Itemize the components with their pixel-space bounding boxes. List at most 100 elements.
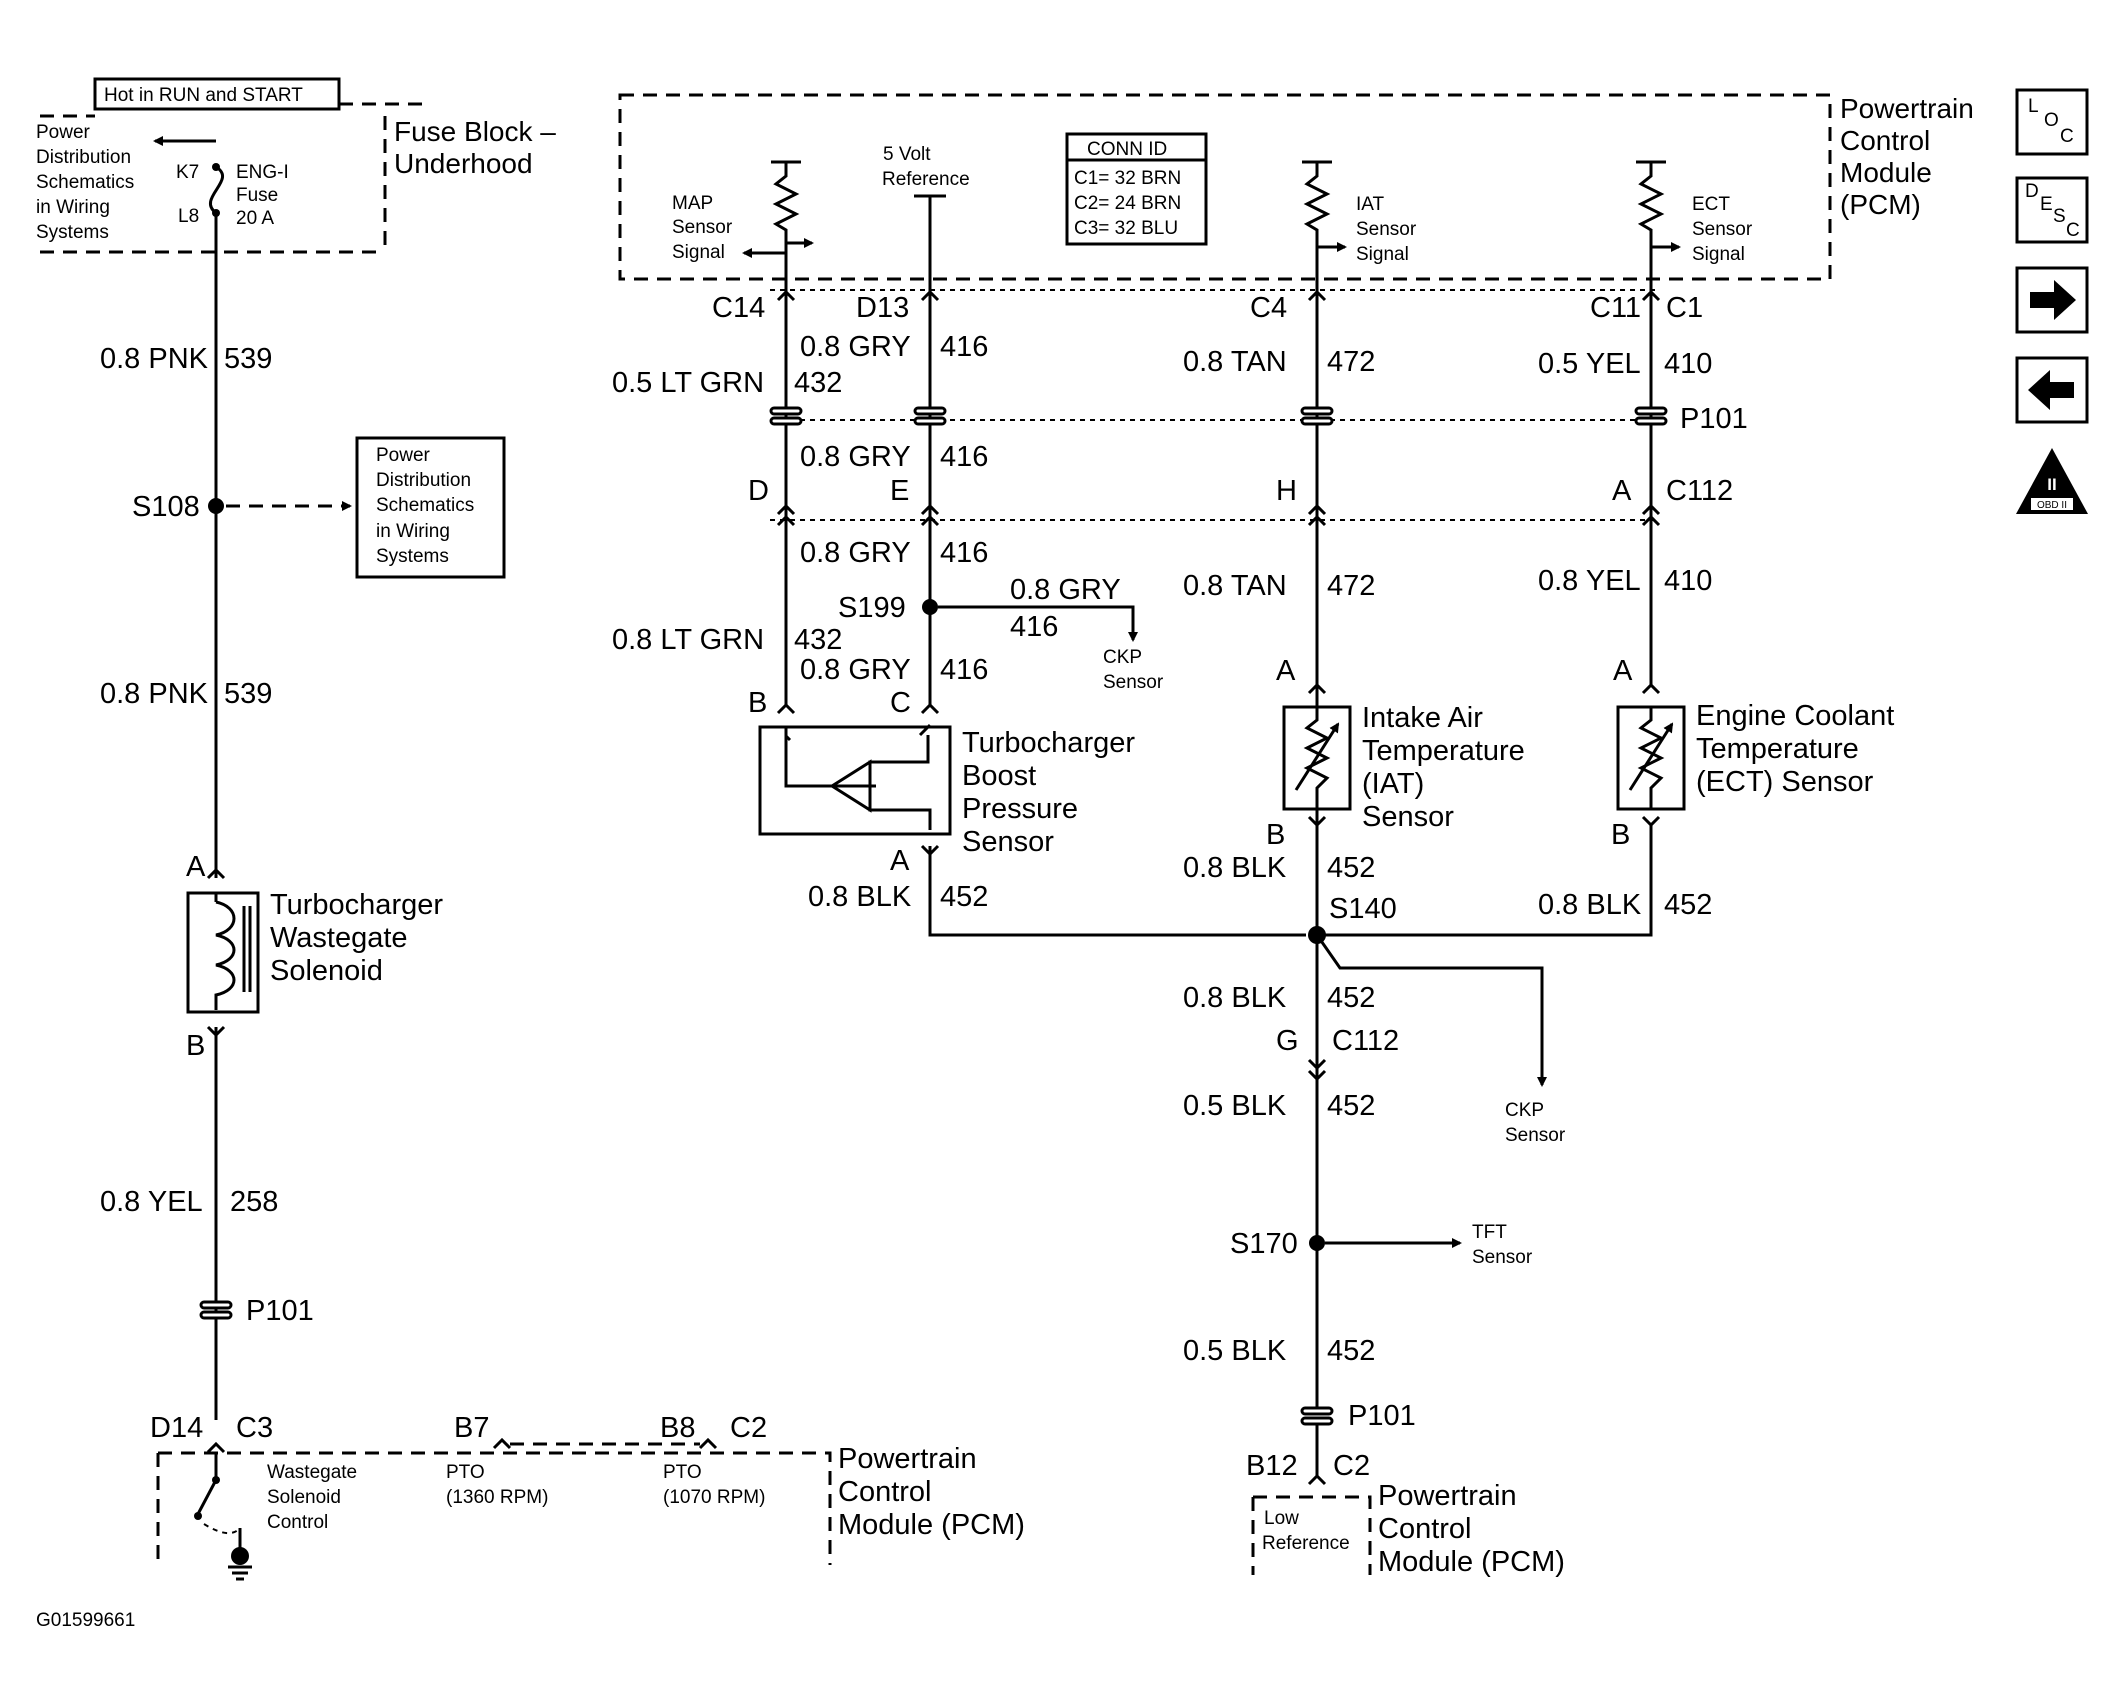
map-resistor-icon xyxy=(772,162,800,243)
splice-s170-label: S170 xyxy=(1230,1228,1298,1260)
p101-ref-connector xyxy=(913,406,947,416)
obd-triangle-icon[interactable] xyxy=(2016,448,2088,514)
wire-416c-circuit: 416 xyxy=(940,537,988,569)
wire-452c-circuit: 452 xyxy=(1327,1335,1375,1367)
pcm-bottom: Wastegate Solenoid Control B7 PTO (1360 … xyxy=(156,1412,1025,1581)
fuse-pd-ref-5: Systems xyxy=(36,222,109,243)
wastegate-ctrl-label-1: Wastegate xyxy=(267,1462,357,1483)
pin-c1: C1 xyxy=(1666,292,1703,324)
pin-b8-connector xyxy=(698,1437,718,1450)
ect-pin-a-connector xyxy=(1641,682,1661,695)
wire-410b-gauge: 0.8 YEL xyxy=(1538,565,1641,597)
fuse-pin-k7: K7 xyxy=(176,162,199,183)
desc-letter-e: E xyxy=(2040,194,2053,215)
iat-resistor-icon xyxy=(1303,162,1331,243)
pin-c11: C11 xyxy=(1590,292,1641,324)
fuse-block-title-1: Fuse Block – xyxy=(394,116,556,147)
s140-ckp-wire xyxy=(1315,934,1547,1087)
tft-label-1: TFT xyxy=(1472,1222,1507,1243)
iat-pin-b: B xyxy=(1266,819,1285,851)
pcm-bottom-title-1: Powertrain xyxy=(838,1443,977,1475)
wire-258-circuit: 258 xyxy=(230,1186,278,1218)
ect-gnd-circuit: 452 xyxy=(1664,889,1712,921)
loc-letter-o: O xyxy=(2044,110,2059,131)
wire-472b-gauge: 0.8 TAN xyxy=(1183,570,1287,602)
map-circuit: C14 D13 0.5 LT GRN 432 0.8 GRY 416 0.8 G… xyxy=(612,289,1306,937)
pcm-ground-title-1: Powertrain xyxy=(1378,1480,1517,1512)
fuse-pin-l8: L8 xyxy=(178,206,199,227)
conn-id-row-2: C2= 24 BRN xyxy=(1074,193,1181,214)
nav-obd-button[interactable]: II OBD II xyxy=(2016,448,2088,514)
ect-resistor-icon xyxy=(1637,162,1665,243)
pin-b7-connector xyxy=(492,1437,512,1450)
boost-sensor-label-4: Sensor xyxy=(962,826,1054,858)
splice-s199-label: S199 xyxy=(838,592,906,624)
wastegate-switch-blade xyxy=(196,1479,218,1515)
wire-452c-gauge: 0.5 BLK xyxy=(1183,1335,1287,1367)
desc-button-frame[interactable] xyxy=(2015,176,2089,244)
nav-loc-button[interactable]: L O C xyxy=(2015,88,2089,156)
iat-gnd-circuit: 452 xyxy=(1327,852,1375,884)
wastegate-switch-link xyxy=(203,1523,241,1535)
fuse-block-outline xyxy=(40,102,430,254)
iat-pin-a-connector xyxy=(1307,682,1327,695)
pin-b8: B8 xyxy=(660,1412,695,1444)
pcm-top-title-1: Powertrain xyxy=(1840,93,1974,124)
conn-id-box xyxy=(1065,132,1208,246)
s108-pd-ref-4: in Wiring xyxy=(376,521,450,542)
iat-pin-b-connector xyxy=(1307,815,1327,828)
nav-next-button[interactable] xyxy=(2015,266,2089,334)
boost-sensor-label-1: Turbocharger xyxy=(962,727,1135,759)
wire-258-gauge: 0.8 YEL xyxy=(100,1186,203,1218)
nav-desc-button[interactable]: D E S C xyxy=(2015,176,2089,244)
c112-ground-label: C112 xyxy=(1332,1025,1399,1057)
pto2-label-2: (1070 RPM) xyxy=(663,1487,765,1508)
wire-410-gauge: 0.5 YEL xyxy=(1538,348,1641,380)
ect-variable-arrow xyxy=(1628,722,1674,791)
desc-letter-c: C xyxy=(2066,220,2080,241)
obd-numeral: II xyxy=(2047,475,2056,494)
pin-c3-connector xyxy=(206,1441,226,1454)
fuse-block-title-2: Underhood xyxy=(394,148,533,179)
p101-ref-connector-2 xyxy=(913,416,947,426)
p101-ground-label: P101 xyxy=(1348,1400,1416,1432)
conn-id-title: CONN ID xyxy=(1087,139,1167,160)
loc-button-frame[interactable] xyxy=(2015,88,2089,156)
pin-c2-bottom: C2 xyxy=(730,1412,767,1444)
solenoid-coil-icon xyxy=(214,893,236,1010)
iat-label-3: (IAT) xyxy=(1362,768,1424,800)
iat-label-1: IAT xyxy=(1356,194,1385,215)
pin-c4-connector xyxy=(1307,289,1327,302)
wire-539-circuit: 539 xyxy=(224,343,272,375)
s199-ckp-circuit: 416 xyxy=(1010,611,1058,643)
pin-g: G xyxy=(1276,1025,1299,1057)
boost-gnd-gauge: 0.8 BLK xyxy=(808,881,912,913)
desc-letter-s: S xyxy=(2053,206,2066,227)
pin-c4: C4 xyxy=(1250,292,1287,324)
pin-c14: C14 xyxy=(712,292,765,324)
pin-h: H xyxy=(1276,475,1297,507)
wire-432b-gauge: 0.8 LT GRN xyxy=(612,624,764,656)
nav-prev-button[interactable] xyxy=(2015,356,2089,424)
pin-c3: C3 xyxy=(236,1412,273,1444)
wire-416-circuit: 416 xyxy=(940,331,988,363)
wire-472-circuit: 472 xyxy=(1327,346,1375,378)
low-ref-label-2: Reference xyxy=(1262,1533,1350,1554)
wire-416b-gauge: 0.8 GRY xyxy=(800,441,911,473)
s199-ckp-wire xyxy=(938,605,1138,642)
wire-432b-circuit: 432 xyxy=(794,624,842,656)
p101-left-connector xyxy=(199,1300,233,1310)
pin-h-connector xyxy=(1307,503,1327,527)
wire-472-gauge: 0.8 TAN xyxy=(1183,346,1287,378)
splice-s108-label: S108 xyxy=(132,491,200,523)
left-circuit: 0.8 PNK 539 S108 Power Distribution Sche… xyxy=(100,213,506,1454)
p101-ground-connector-2 xyxy=(1300,1416,1334,1426)
ect-thermistor-icon xyxy=(1637,707,1665,809)
fuse-pd-ref-2: Distribution xyxy=(36,147,131,168)
iat-gnd-gauge: 0.8 BLK xyxy=(1183,852,1287,884)
pto1-label-1: PTO xyxy=(446,1462,485,1483)
p101-iat-connector-2 xyxy=(1300,416,1334,426)
pin-e: E xyxy=(890,475,909,507)
iat-label-4: Sensor xyxy=(1362,801,1454,833)
s108-pd-ref-box xyxy=(355,436,506,579)
